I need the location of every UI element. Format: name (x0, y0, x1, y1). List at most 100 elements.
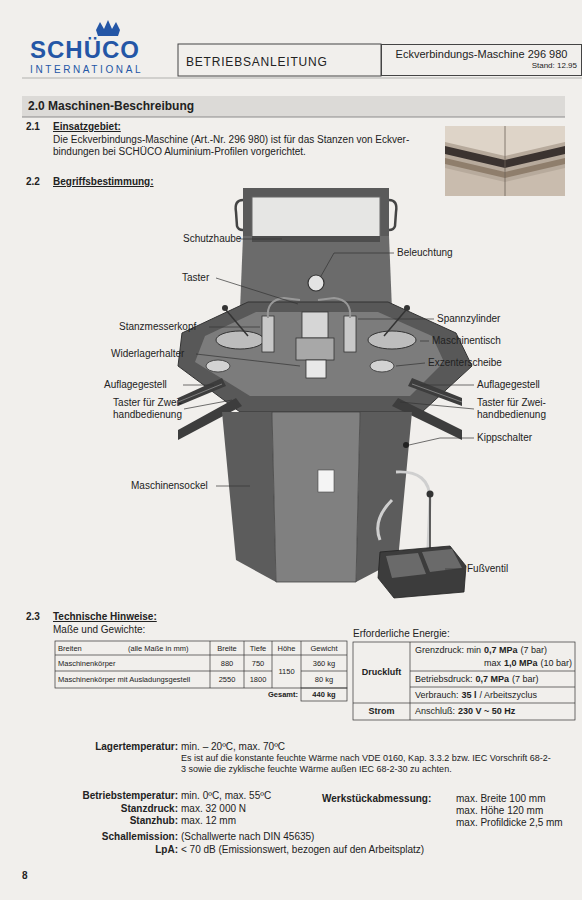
part-label: Kippschalter (477, 432, 532, 443)
table-cell-line: 1150 (272, 667, 301, 676)
machine-illustration-shape (236, 200, 243, 230)
machine-illustration-shape (178, 384, 222, 402)
table-cell: 0,7 MPa (484, 645, 518, 655)
section-number: 2.1 (26, 121, 40, 132)
part-label: Taster (182, 272, 209, 283)
table-header: Höhe (278, 644, 296, 653)
section-number: 2.2 (26, 176, 40, 187)
table-grid-shape (210, 641, 211, 688)
table-cell: 230 V ~ 50 Hz (458, 706, 515, 716)
spec-value-line: < 70 dB (Emissionswert, bezogen auf den … (181, 844, 424, 856)
part-label-line: Spannzylinder (437, 313, 500, 325)
table-cell-line: 360 kg (301, 659, 347, 668)
table-cell: / Arbeitszyclus (480, 690, 538, 700)
leader-lines-shape (445, 569, 464, 570)
spec-value: max. 32 000 N (181, 803, 246, 814)
part-label-line: Auflagegestell (477, 379, 540, 391)
table-cell-line: Strom (355, 706, 408, 717)
table-cell: Druckluft (362, 667, 402, 677)
table-cell-line: 2550 (210, 675, 244, 684)
brand-subtitle: INTERNATIONAL (30, 64, 143, 75)
table-cell: Maschinenkörper mit Ausladungsgestell (58, 675, 190, 684)
part-label-line: Schutzhaube (183, 233, 241, 245)
spec-value: min. 0ºC, max. 55ºC (181, 790, 271, 801)
body-text: Die Eckverbindungs-Maschine (Art.-Nr. 29… (53, 134, 409, 157)
sub-heading: Erforderliche Energie: (353, 628, 450, 639)
leader-lines-shape (420, 341, 429, 342)
spec-value: min. – 20ºC, max. 70ºC (181, 741, 285, 752)
machine-illustration-shape (272, 412, 360, 582)
table-cell-line: 880 (210, 659, 244, 668)
section-title: 2.0 Maschinen-Beschreibung (28, 99, 194, 114)
spec-value-line: min. – 20ºC, max. 70ºC (181, 741, 285, 753)
section-heading-line: Technische Hinweise: (53, 611, 157, 623)
part-label: Auflagegestell (477, 379, 540, 390)
table-cell-line: 80 kg (301, 675, 347, 684)
spec-note-line: Es ist auf die konstante feuchte Wärme n… (181, 753, 553, 775)
profile-photo-shape (505, 126, 506, 196)
table-grid-shape (301, 641, 302, 688)
machine-illustration-shape (384, 310, 406, 336)
section-number: 2.3 (26, 611, 40, 622)
section-number-line: 2.2 (26, 176, 40, 188)
part-label: Spannzylinder (437, 313, 500, 324)
table-cell-line: Maschinenkörper (58, 659, 116, 668)
document-title: Eckverbindungs-Maschine 296 980 (386, 47, 577, 61)
table-cell: Maschinenkörper (58, 659, 116, 668)
spec-value-line: max. Profildicke 2,5 mm (456, 817, 563, 829)
header-box: Eckverbindungs-Maschine 296 980Stand: 12… (381, 44, 582, 76)
table-cell-line: Gesamt: (238, 690, 298, 699)
part-label: Taster für Zwei- handbedienung (113, 397, 182, 420)
machine-illustration-shape (378, 546, 466, 598)
table-grid-shape (353, 703, 575, 704)
table-header-line: (alle Maße in mm) (128, 644, 188, 653)
table-cell-line: max1,0 MPa(10 bar) (415, 658, 572, 669)
table-header: (alle Maße in mm) (128, 644, 188, 653)
machine-illustration-shape (308, 275, 324, 291)
section-number-line: 2.3 (26, 611, 40, 623)
spec-name-line: Lagertemperatur: (40, 741, 178, 753)
table-header: Tiefe (250, 644, 266, 653)
leader-lines-shape (396, 363, 425, 366)
leader-lines-shape (216, 486, 250, 487)
section-band-shape (22, 96, 565, 117)
table-cell-line: Druckluft (355, 667, 408, 678)
leader-lines-shape (209, 327, 260, 328)
machine-illustration-shape (222, 412, 276, 582)
machine-illustration-shape (429, 496, 431, 548)
spec-name: Betriebstemperatur: (82, 790, 178, 801)
machine-illustration-shape (302, 312, 328, 338)
part-label-line: Beleuchtung (397, 247, 453, 259)
part-label-line: Stanzmesserkopf (119, 321, 196, 333)
document-type: BETRIEBSANLEITUNG (186, 55, 328, 69)
table-cell: (7 bar) (512, 674, 539, 684)
machine-illustration-shape (306, 360, 326, 378)
part-label-line: Auflagegestell (104, 379, 167, 391)
leader-lines-shape (183, 385, 214, 386)
table-grid-shape (244, 641, 245, 688)
header-frame-shape (178, 44, 381, 76)
table-grid-shape (301, 671, 347, 672)
table-cell: 2550 (219, 675, 236, 684)
table-cell: Verbrauch: (415, 690, 459, 700)
sub-heading: Maße und Gewichte: (53, 624, 145, 635)
spec-name-line: Stanzdruck: (40, 803, 178, 815)
machine-illustration-shape (422, 549, 462, 572)
section-heading: Begriffsbestimmung: (53, 176, 154, 187)
table-header: Breiten (58, 644, 82, 653)
machine-illustration-shape (178, 302, 472, 412)
table-cell-line: Maschinenkörper mit Ausladungsgestell (58, 675, 190, 684)
spec-value-line: (Schallwerte nach DIN 45635) (181, 831, 314, 843)
spec-value-line: max. 32 000 N (181, 803, 246, 815)
brand-logo-line: SCHÜCO (30, 38, 140, 62)
sub-heading-line: Maße und Gewichte: (53, 624, 145, 636)
leader-lines-shape (216, 278, 298, 304)
machine-illustration-shape (206, 360, 230, 372)
machine-illustration-shape (370, 360, 394, 372)
table-cell: Anschluß: (415, 706, 455, 716)
table-header-line: Tiefe (244, 644, 272, 653)
part-label-line: Maschinentisch (432, 335, 501, 347)
machine-illustration-shape (344, 316, 356, 352)
machine-illustration-shape (380, 188, 389, 236)
table-header-line: Gewicht (301, 644, 347, 653)
